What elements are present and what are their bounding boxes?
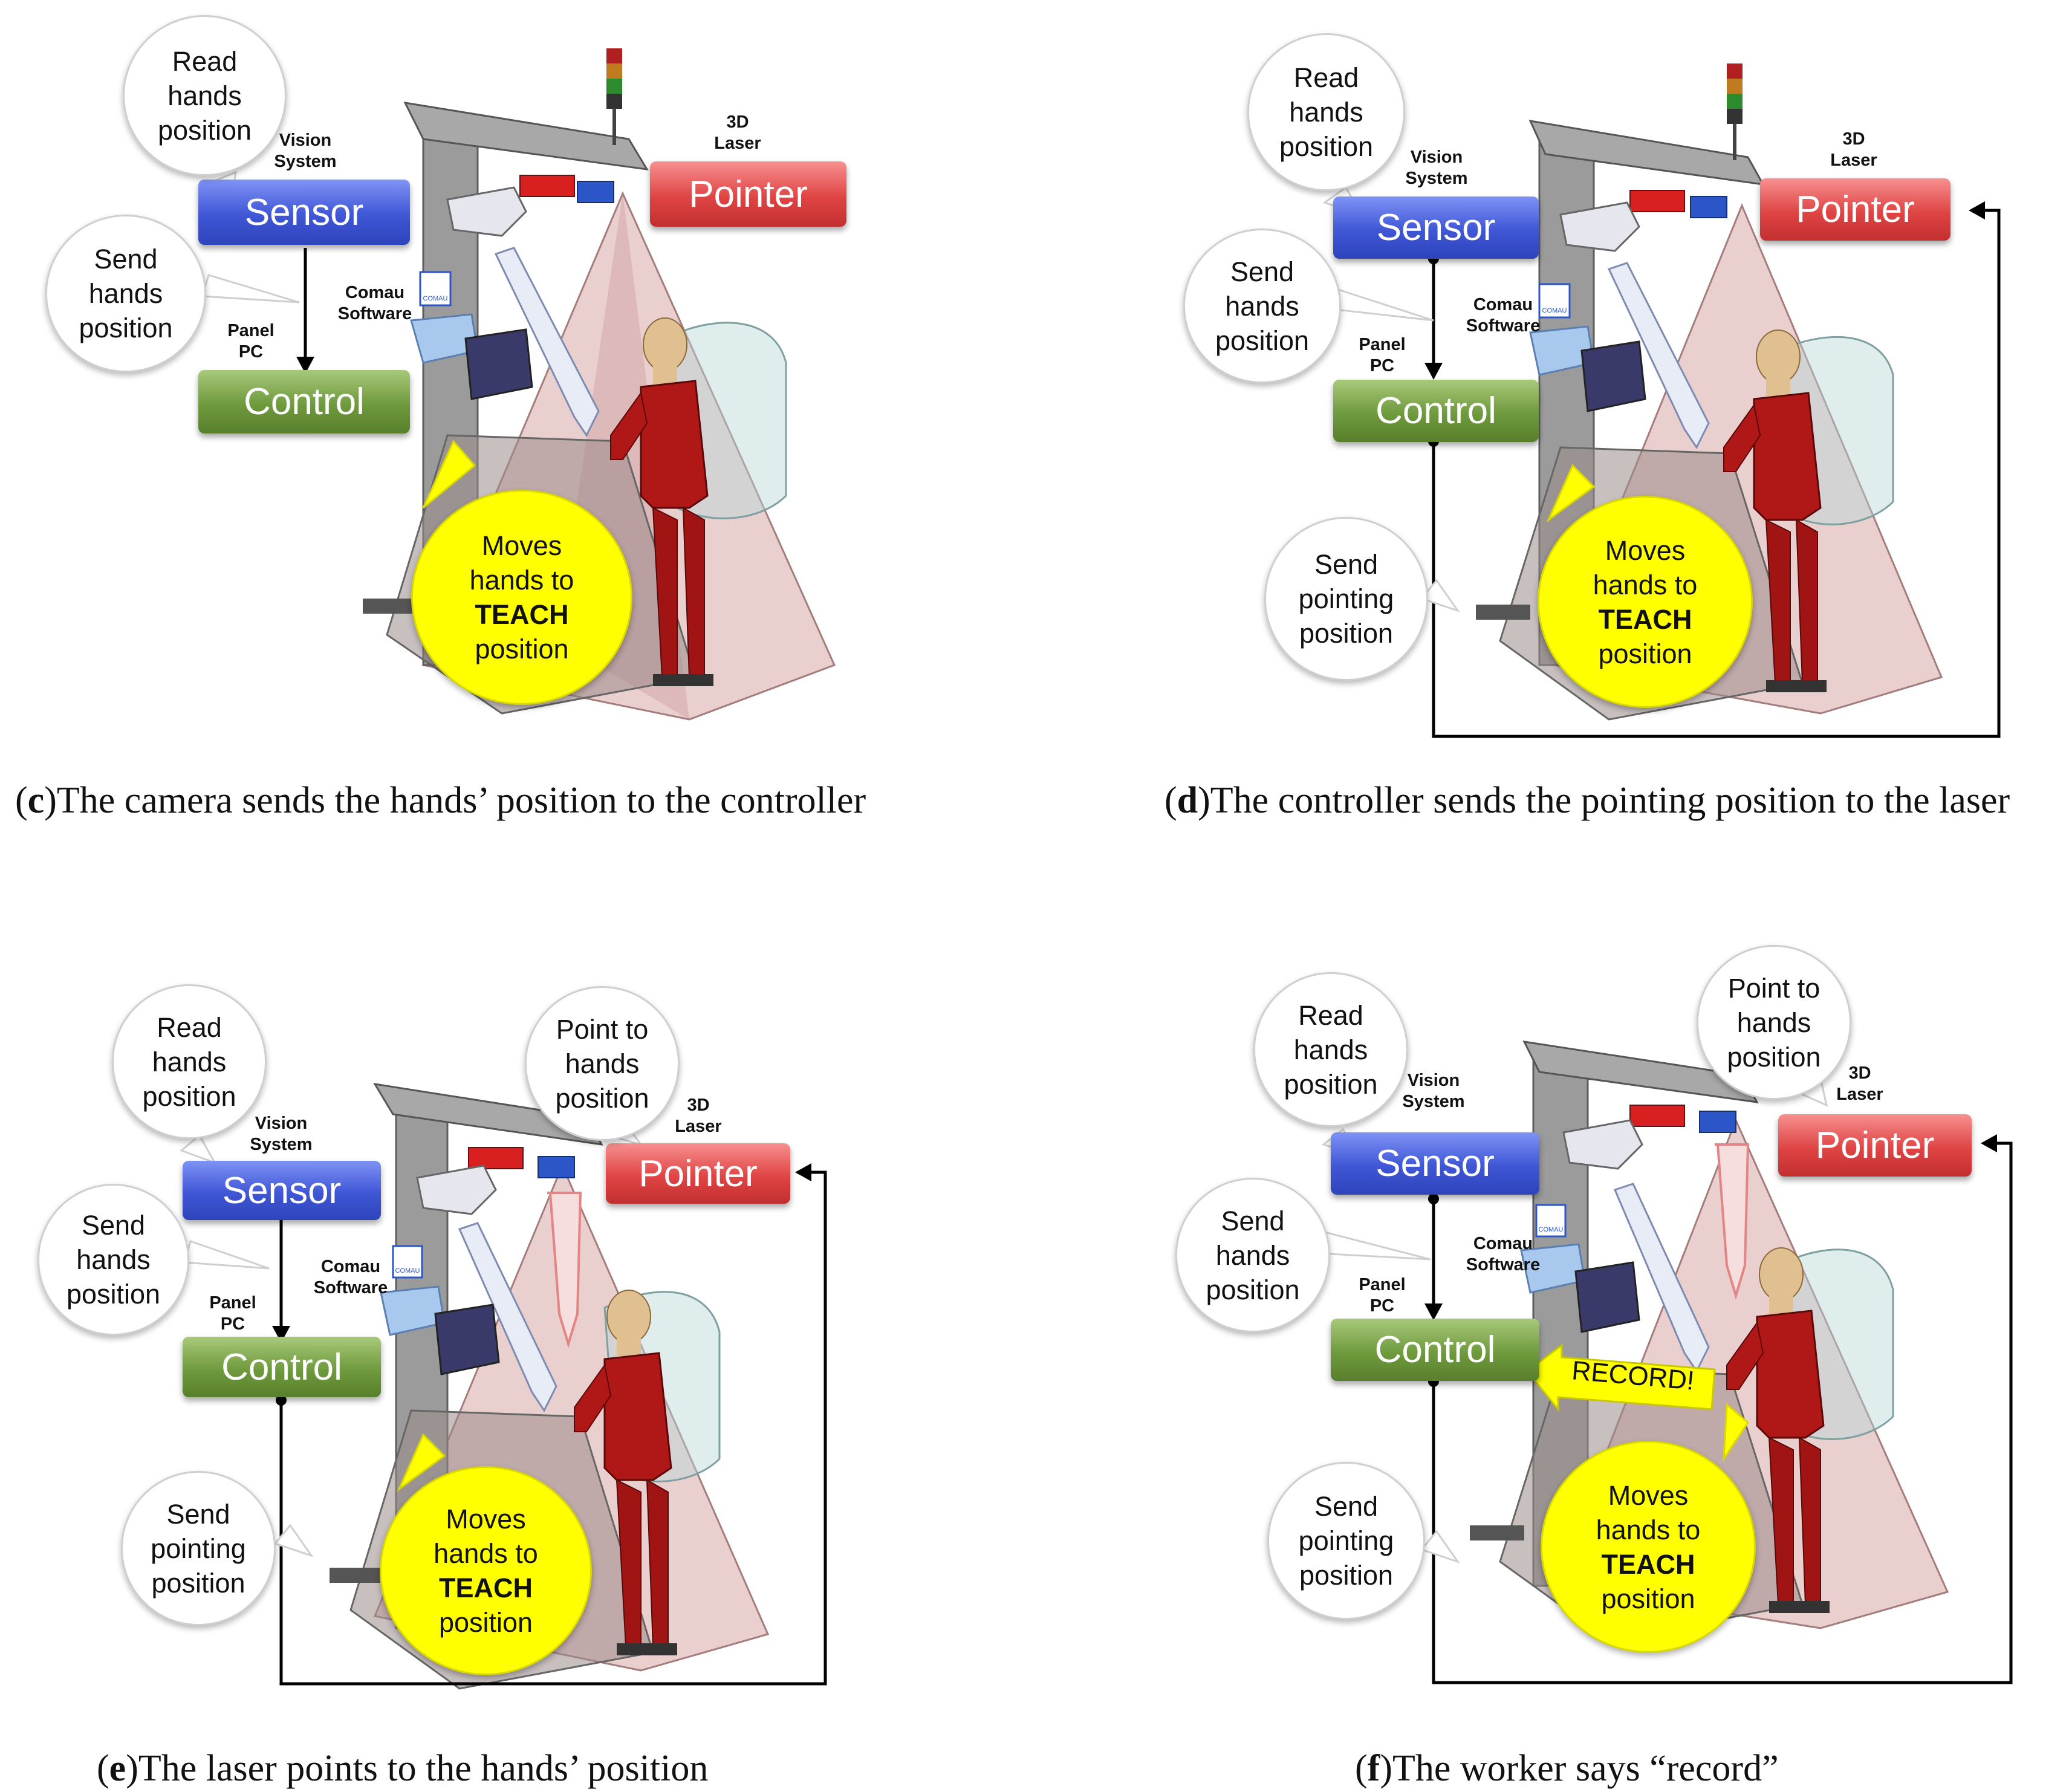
send-hands-bubble: Send hands position [45, 215, 206, 372]
sensor-box: Sensor [1331, 1132, 1539, 1195]
workstation-illustration: COMAU [1322, 63, 2001, 738]
send-pointing-bubble: Send pointing position [1267, 1462, 1425, 1620]
pointer-box: Pointer [606, 1143, 790, 1204]
panel-d: COMAU Vision System 3D Laser Comau Softw… [1034, 0, 2069, 891]
record-arrow [1525, 1343, 1716, 1412]
send-hands-bubble: Send hands position [37, 1184, 189, 1336]
label-vision-system: Vision System [274, 131, 337, 171]
sensor-box: Sensor [198, 180, 410, 245]
workstation-illustration: COMAU [1317, 1040, 2013, 1684]
label-panel-pc: Panel PC [1359, 1275, 1406, 1316]
pointer-box: Pointer [1760, 178, 1950, 241]
panel-c: COMAU Vision System 3D Laser Comau Softw… [0, 0, 1034, 891]
label-panel-pc: Panel PC [227, 321, 274, 362]
send-pointing-bubble: Send pointing position [121, 1471, 276, 1626]
panel-f: COMAU Vision System 3D Laser Comau Softw… [1034, 891, 2069, 1789]
comau-logo: COMAU [1542, 307, 1567, 314]
control-box: Control [1331, 1319, 1539, 1381]
label-3d-laser: 3D Laser [714, 112, 761, 153]
read-hands-bubble: Read hands position [1247, 33, 1405, 191]
label-3d-laser: 3D Laser [1830, 129, 1877, 170]
label-3d-laser: 3D Laser [1836, 1063, 1883, 1104]
send-hands-bubble: Send hands position [1175, 1178, 1330, 1333]
point-to-hands-bubble: Point to hands position [525, 986, 680, 1141]
label-comau-software: Comau Software [1466, 1234, 1541, 1274]
control-box: Control [1333, 380, 1539, 442]
send-pointing-bubble: Send pointing position [1264, 517, 1428, 681]
label-3d-laser: 3D Laser [675, 1096, 722, 1136]
label-panel-pc: Panel PC [1359, 335, 1406, 375]
label-comau-software: Comau Software [337, 283, 412, 323]
control-box: Control [198, 370, 410, 433]
label-vision-system: Vision System [1402, 1071, 1465, 1111]
caption-e: (e)The laser points to the hands’ positi… [97, 1748, 709, 1789]
comau-logo: COMAU [395, 1267, 420, 1274]
control-box: Control [183, 1337, 381, 1397]
panel-e: COMAU Vision System 3D Laser Comau Softw… [0, 891, 1034, 1789]
point-to-hands-bubble: Point to hands position [1697, 945, 1851, 1100]
read-hands-bubble: Read hands position [112, 984, 267, 1139]
send-hands-bubble: Send hands position [1183, 229, 1341, 383]
pointer-box: Pointer [1778, 1114, 1972, 1177]
label-comau-software: Comau Software [1466, 295, 1541, 336]
comau-logo: COMAU [423, 295, 448, 302]
sensor-box: Sensor [1333, 196, 1539, 259]
caption-d: (d)The controller sends the pointing pos… [1164, 780, 2010, 821]
sensor-box: Sensor [183, 1161, 381, 1220]
label-comau-software: Comau Software [313, 1257, 388, 1297]
caption-c: (c)The camera sends the hands’ position … [15, 780, 866, 821]
label-vision-system: Vision System [250, 1114, 313, 1154]
label-vision-system: Vision System [1405, 148, 1468, 188]
caption-f: (f)The worker says “record” [1355, 1748, 1779, 1789]
read-hands-bubble: Read hands position [1253, 972, 1408, 1127]
comau-logo: COMAU [1539, 1226, 1564, 1233]
pointer-box: Pointer [650, 161, 846, 227]
label-panel-pc: Panel PC [209, 1293, 256, 1334]
read-hands-bubble: Read hands position [123, 15, 287, 176]
